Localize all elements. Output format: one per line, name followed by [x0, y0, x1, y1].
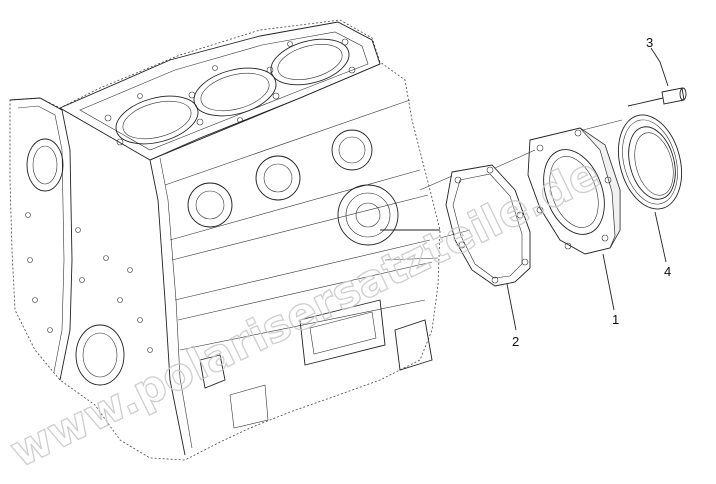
cylinder-bore: [270, 38, 350, 86]
block-boss: [187, 182, 233, 228]
leader-lines: [506, 47, 669, 331]
callout-1: 1: [612, 312, 619, 327]
alignment-lines: [419, 119, 623, 239]
bolt-part-3: [627, 87, 687, 107]
cover-part-1: [527, 127, 621, 255]
seal-ring-part-4: [618, 114, 682, 210]
callout-2: 2: [512, 334, 519, 349]
callout-4: 4: [664, 264, 671, 279]
engine-block: [9, 19, 441, 461]
block-boss: [255, 155, 301, 201]
cylinder-bore: [193, 67, 277, 117]
cylinder-bore: [115, 95, 199, 145]
callout-3: 3: [646, 35, 653, 50]
block-boss: [331, 129, 373, 171]
crankshaft-boss: [337, 184, 399, 246]
gasket-part-2: [445, 164, 531, 287]
watermark-text: www.polarisersatzteile.de: [2, 148, 607, 478]
